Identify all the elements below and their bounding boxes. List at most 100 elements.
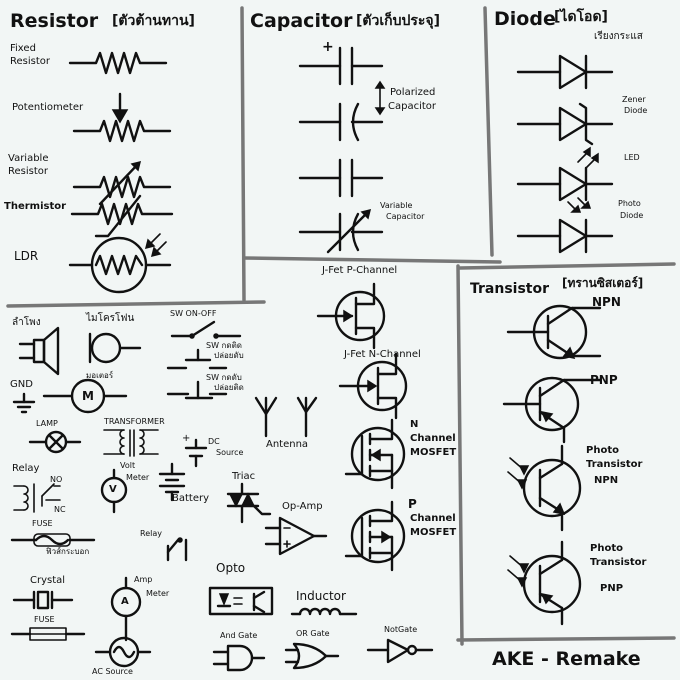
op-amp-symbol — [264, 516, 328, 556]
p-mosfet-label-3: MOSFET — [410, 527, 457, 538]
photo-diode-symbol — [516, 197, 614, 254]
fuse-cylinder-symbol — [10, 533, 96, 547]
relay-switch-symbol — [166, 537, 188, 562]
and-gate-label: And Gate — [220, 631, 258, 640]
ac-source-symbol — [94, 636, 152, 668]
variable-resistor-label: Variable — [8, 153, 49, 164]
polarized-capacitor-label-2: Capacitor — [388, 101, 437, 112]
voltmeter-letter: V — [109, 484, 117, 495]
fuse-cylinder-thai-label: ฟิวส์กระบอก — [46, 547, 90, 556]
switch-on-off-label: SW ON-OFF — [170, 309, 217, 318]
microphone-symbol — [88, 332, 142, 364]
motor-symbol — [42, 378, 128, 414]
variable-resistor-label-2: Resistor — [8, 166, 48, 177]
diode-heading-thai: [ไดโอด] — [554, 9, 608, 25]
switch-nc-label-2: ปล่อยติด — [214, 383, 244, 392]
speaker-label: ลำโพง — [12, 317, 41, 328]
n-mosfet-label: N — [410, 419, 419, 430]
fixed-resistor-label-2: Resistor — [10, 56, 50, 67]
and-gate-symbol — [212, 644, 266, 672]
battery-label: Battery — [172, 493, 210, 504]
fuse-symbol — [10, 627, 86, 641]
motor-letter: M — [82, 389, 94, 403]
capacitor-symbol — [298, 46, 384, 86]
n-channel-mosfet-symbol — [344, 418, 406, 490]
voltmeter-symbol — [100, 468, 128, 514]
resistor-heading-thai: [ตัวต้านทาน] — [112, 13, 195, 29]
inductor-symbol — [290, 607, 358, 616]
photo-transistor-npn-label-2: Transistor — [586, 459, 643, 470]
photo-transistor-pnp-label-3: PNP — [600, 583, 624, 594]
triac-symbol — [226, 482, 272, 524]
ammeter-letter: A — [121, 596, 129, 607]
capacitor-heading-thai: [ตัวเก็บประจุ] — [356, 13, 441, 29]
photo-transistor-pnp-label: Photo — [590, 543, 623, 554]
or-gate-label: OR Gate — [296, 629, 330, 638]
dc-source-plus: + — [182, 433, 191, 444]
photo-diode-label: Photo — [618, 199, 641, 208]
switch-no-label: SW กดติด — [206, 341, 242, 350]
op-amp-label: Op-Amp — [282, 501, 323, 512]
not-gate-symbol — [366, 638, 434, 664]
photo-transistor-npn-label: Photo — [586, 445, 619, 456]
crystal-label: Crystal — [30, 575, 66, 586]
transformer-label: TRANSFORMER — [104, 417, 165, 426]
battery-symbol — [158, 462, 186, 502]
relay-switch-label: Relay — [140, 529, 162, 538]
thermistor-label: Thermistor — [4, 201, 67, 212]
p-channel-mosfet-symbol — [344, 500, 406, 572]
relay-label: Relay — [12, 463, 40, 474]
dc-source-label: DC — [208, 437, 220, 446]
variable-capacitor-label: Variable — [380, 201, 413, 210]
p-mosfet-label-2: Channel — [410, 513, 456, 524]
p-mosfet-label: P — [408, 497, 417, 511]
gnd-label: GND — [10, 379, 33, 390]
ground-symbol — [12, 392, 36, 414]
n-mosfet-label-2: Channel — [410, 433, 456, 444]
pnp-label: PNP — [590, 373, 618, 387]
relay-no-label: NO — [50, 475, 63, 484]
transistor-heading: Transistor — [470, 281, 550, 297]
ac-source-label: AC Source — [92, 667, 133, 676]
crystal-symbol — [12, 590, 74, 610]
switch-on-off-symbol — [170, 320, 242, 339]
polarized-capacitor-symbol — [298, 80, 386, 142]
capacitor-symbol-2 — [298, 158, 384, 198]
potentiometer-symbol — [72, 92, 172, 143]
diode-heading: Diode — [494, 8, 556, 30]
antenna-label: Antenna — [266, 439, 309, 450]
microphone-label: ไมโครโฟน — [86, 313, 135, 324]
opto-coupler-symbol — [208, 586, 274, 616]
npn-label: NPN — [592, 295, 621, 309]
jfet-p-channel-label: J-Fet P-Channel — [322, 265, 398, 276]
not-gate-label: NotGate — [384, 625, 418, 634]
relay-symbol — [13, 483, 61, 513]
credit-text: AKE - Remake — [492, 648, 641, 670]
thermistor-symbol — [70, 194, 174, 238]
n-mosfet-label-3: MOSFET — [410, 447, 457, 458]
voltmeter-label: Volt — [120, 461, 136, 470]
led-symbol — [516, 146, 614, 202]
zener-diode-label: Zener — [622, 95, 646, 104]
diode-subtitle: เรียงกระแส — [594, 31, 643, 42]
diode-symbol — [516, 54, 614, 90]
or-gate-symbol — [284, 642, 340, 670]
switch-push-no-symbol — [166, 348, 228, 370]
jfet-n-channel-symbol — [338, 352, 408, 420]
switch-push-nc-symbol — [166, 380, 228, 400]
pnp-transistor-symbol — [502, 376, 602, 444]
triac-label: Triac — [232, 471, 256, 482]
fixed-resistor-symbol — [68, 51, 168, 75]
opto-label: Opto — [216, 561, 246, 575]
polarized-capacitor-label: Polarized — [390, 87, 436, 98]
resistor-heading: Resistor — [10, 10, 99, 32]
photo-diode-label-2: Diode — [620, 211, 644, 220]
fuse-cylinder-label: FUSE — [32, 519, 53, 528]
ldr-label: LDR — [14, 249, 39, 263]
antenna-symbols — [254, 396, 318, 438]
motor-label: มอเตอร์ — [86, 371, 114, 380]
lamp-symbol — [28, 430, 82, 454]
transformer-symbol — [103, 429, 159, 457]
npn-transistor-symbol — [506, 304, 602, 360]
zener-diode-symbol — [516, 102, 614, 146]
